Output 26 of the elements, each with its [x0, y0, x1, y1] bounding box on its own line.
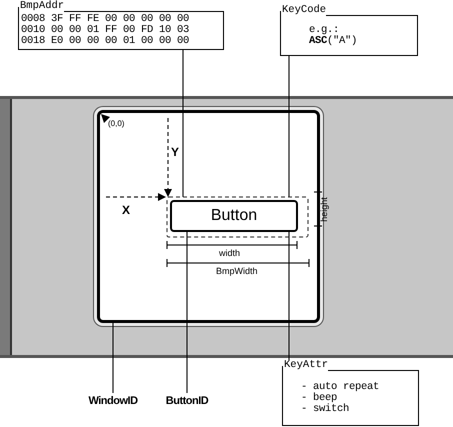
note-title: KeyAttr: [284, 360, 328, 371]
note-box: [282, 360, 419, 426]
caption-text: ButtonID: [155, 393, 219, 407]
note-text: 0010 00 00 01 FF 00 FD 10 03: [21, 25, 190, 36]
leader-line: [182, 50, 184, 198]
leader-line: [288, 56, 290, 198]
note-box: [18, 1, 224, 50]
note-text: e.g.:: [309, 24, 340, 36]
dimension-label: width: [219, 249, 240, 258]
note-text: - auto repeat: [301, 382, 380, 392]
caption-text: WindowID: [80, 393, 146, 407]
dimension-label: X: [122, 204, 130, 216]
button-shape: Button: [170, 200, 298, 232]
note-text: - switch: [301, 404, 350, 414]
dimension-label: (0,0): [108, 120, 124, 128]
dimension-label: Y: [171, 146, 180, 158]
dimension-label: BmpWidth: [216, 267, 258, 276]
note-title: KeyCode: [282, 5, 326, 16]
note-text: 0018 E0 00 00 00 01 00 00 00: [21, 36, 190, 47]
note-text: - beep: [301, 392, 338, 404]
leader-line: [112, 322, 114, 394]
note-text: 0008 3F FF FE 00 00 00 00 00: [21, 14, 190, 25]
note-text: ASC("A"): [309, 36, 358, 46]
dimension-label: height: [320, 197, 329, 222]
note-box: [280, 5, 418, 56]
note-title: BmpAddr: [20, 1, 64, 12]
